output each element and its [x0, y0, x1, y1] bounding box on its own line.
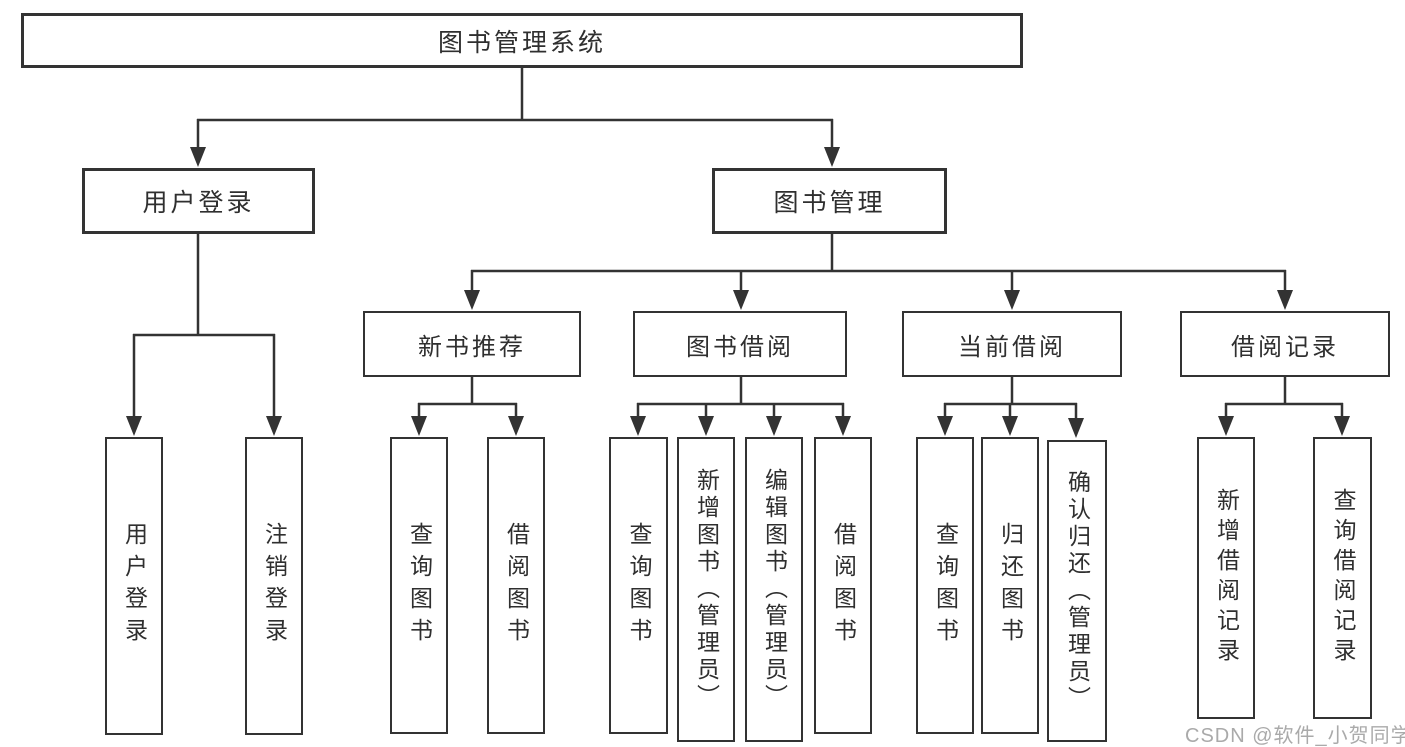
arrowhead [835, 416, 851, 436]
arrowhead [508, 416, 524, 436]
node-leaf-borrow-books-borrowing: 借阅图书 [814, 437, 872, 734]
node-new-book-recommendation: 新书推荐 [363, 311, 581, 377]
arrowhead [1004, 290, 1020, 310]
arrowhead [411, 416, 427, 436]
node-leaf-query-books-borrowing: 查询图书 [609, 437, 668, 734]
arrowhead [766, 416, 782, 436]
node-current-borrowing: 当前借阅 [902, 311, 1122, 377]
node-leaf-confirm-return-admin: 确认归还（管理员） [1047, 440, 1107, 742]
node-leaf-query-books-current: 查询图书 [916, 437, 974, 734]
arrowhead [126, 416, 142, 436]
node-root: 图书管理系统 [21, 13, 1023, 68]
arrowhead [190, 147, 206, 167]
node-book-management: 图书管理 [712, 168, 947, 234]
node-leaf-edit-books-admin: 编辑图书（管理员） [745, 437, 803, 742]
node-leaf-borrow-books-recommend: 借阅图书 [487, 437, 545, 734]
arrowhead [266, 416, 282, 436]
node-user-login: 用户登录 [82, 168, 315, 234]
csdn-watermark: CSDN @软件_小贺同学 [1185, 725, 1405, 747]
arrowhead [824, 147, 840, 167]
arrowhead [1277, 290, 1293, 310]
arrowhead [464, 290, 480, 310]
node-book-borrowing: 图书借阅 [633, 311, 847, 377]
arrowhead [733, 290, 749, 310]
arrowhead [1218, 416, 1234, 436]
node-leaf-add-borrow-record: 新增借阅记录 [1197, 437, 1255, 719]
node-leaf-query-borrow-record: 查询借阅记录 [1313, 437, 1372, 719]
node-leaf-logout: 注销登录 [245, 437, 303, 735]
arrowhead [1334, 416, 1350, 436]
node-leaf-query-books-recommend: 查询图书 [390, 437, 448, 734]
node-borrowing-records: 借阅记录 [1180, 311, 1390, 377]
arrowhead [1002, 416, 1018, 436]
arrowhead [937, 416, 953, 436]
arrowhead [698, 416, 714, 436]
arrowhead [630, 416, 646, 436]
node-leaf-return-books: 归还图书 [981, 437, 1039, 734]
arrowhead [1068, 418, 1084, 438]
node-leaf-add-books-admin: 新增图书（管理员） [677, 437, 735, 742]
node-leaf-user-login: 用户登录 [105, 437, 163, 735]
